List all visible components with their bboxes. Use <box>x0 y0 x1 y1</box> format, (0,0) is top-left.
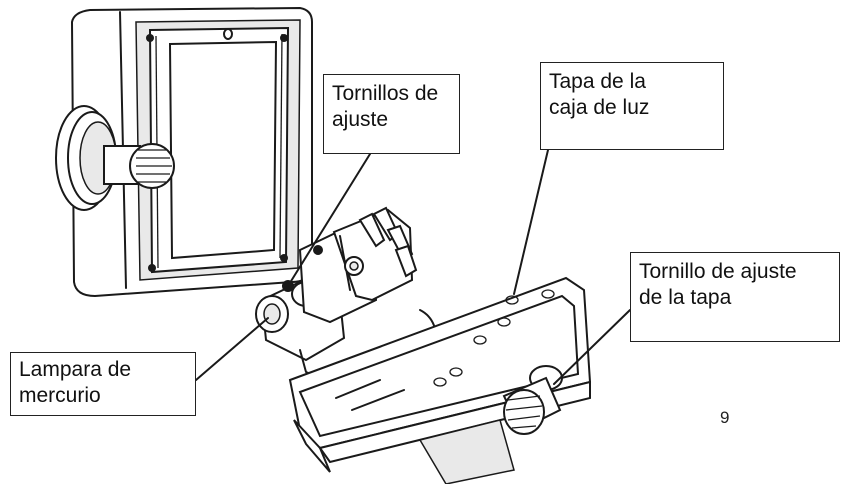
callout-tornillo-tapa-line1: Tornillo de ajuste <box>639 260 797 283</box>
callout-tornillos-line1: Tornillos de <box>332 82 439 105</box>
callout-tapa-line2: caja de luz <box>549 96 650 119</box>
callout-tornillo-ajuste-tapa: Tornillo de ajuste de la tapa <box>630 252 840 342</box>
leader-tapa-caja-luz <box>513 149 549 295</box>
light-box <box>55 6 313 298</box>
leader-tornillo-tapa <box>553 309 631 385</box>
leader-lines <box>195 149 631 385</box>
callout-lampara-de-mercurio: Lampara de mercurio <box>10 352 196 416</box>
callout-tapa-line1: Tapa de la <box>549 70 646 93</box>
light-box-lid <box>288 276 592 484</box>
callout-tornillos-line2: ajuste <box>332 108 389 131</box>
callout-lampara-line2: mercurio <box>19 384 101 407</box>
callout-tapa-caja-de-luz: Tapa de la caja de luz <box>540 62 724 150</box>
lamp-socket-assembly <box>255 206 438 381</box>
leader-tornillos-ajuste <box>287 153 371 287</box>
page-number: 9 <box>720 408 730 427</box>
callout-tornillos-de-ajuste: Tornillos de ajuste <box>323 74 460 154</box>
callout-lampara-line1: Lampara de <box>19 358 132 381</box>
callout-tornillo-tapa-line2: de la tapa <box>639 286 732 309</box>
leader-lampara <box>195 317 269 381</box>
